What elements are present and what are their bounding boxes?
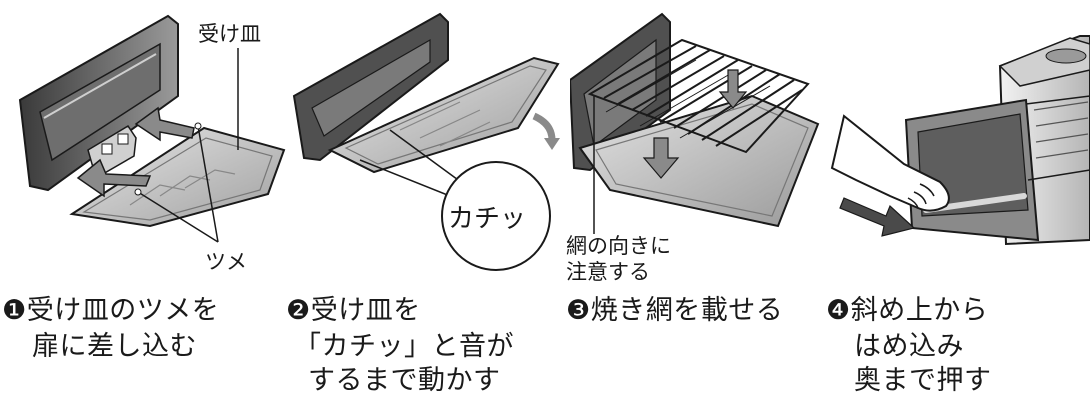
- step-3-illustration: [570, 12, 820, 234]
- hand: [830, 114, 950, 212]
- rack-orientation-note-line-2: 注意する: [566, 260, 650, 284]
- insert-arrow-left: [76, 158, 152, 198]
- rack-orientation-note-line-1: 網の向きに: [566, 234, 671, 258]
- step-2-caption-line-2: 「カチッ」と音が: [294, 331, 514, 362]
- step-2-caption-line-3: するまで動かす: [308, 365, 501, 396]
- insert-arrow-right: [134, 106, 195, 142]
- step-1-caption-line-2: 扉に差し込む: [32, 331, 197, 362]
- step-1-illustration: [18, 14, 286, 243]
- step-4-caption-line-2: はめ込み: [854, 331, 964, 362]
- tray-label: 受け皿: [198, 22, 261, 46]
- step-1-panel: 受け皿 ツメ ❶受け皿のツメを 扉に差し込む: [0, 0, 290, 397]
- step-2-illustration: [292, 12, 560, 271]
- step-3-caption-line-1: ❸焼き網を載せる: [566, 295, 784, 326]
- claws-label: ツメ: [205, 250, 247, 274]
- step-1-caption-line-1: ❶受け皿のツメを: [2, 295, 220, 326]
- step-4-panel: ❹斜め上から はめ込み 奥まで押す: [826, 0, 1090, 397]
- step-2-panel: カチッ ❷受け皿を 「カチッ」と音が するまで動かす: [286, 0, 570, 397]
- drip-tray: [578, 94, 820, 228]
- step-4-caption-line-3: 奥まで押す: [854, 365, 992, 396]
- door-window: [39, 42, 161, 162]
- click-sound-label: カチッ: [448, 204, 527, 234]
- click-burst: [441, 161, 551, 271]
- place-arrow: [642, 137, 680, 179]
- wire-rack: [587, 38, 810, 154]
- step-4-illustration: [830, 35, 1090, 246]
- step-3-panel: 網の向きに 注意する ❸焼き網を載せる: [566, 0, 830, 397]
- door-window: [311, 38, 431, 137]
- place-arrow-back: [718, 69, 748, 109]
- step-4-caption-line-1: ❹斜め上から: [826, 295, 989, 326]
- slide-arrow: [532, 112, 556, 141]
- step-2-caption-line-1: ❷受け皿を: [286, 295, 421, 326]
- drip-tray: [327, 56, 560, 174]
- push-arrow: [839, 197, 916, 237]
- drip-tray: [69, 126, 286, 228]
